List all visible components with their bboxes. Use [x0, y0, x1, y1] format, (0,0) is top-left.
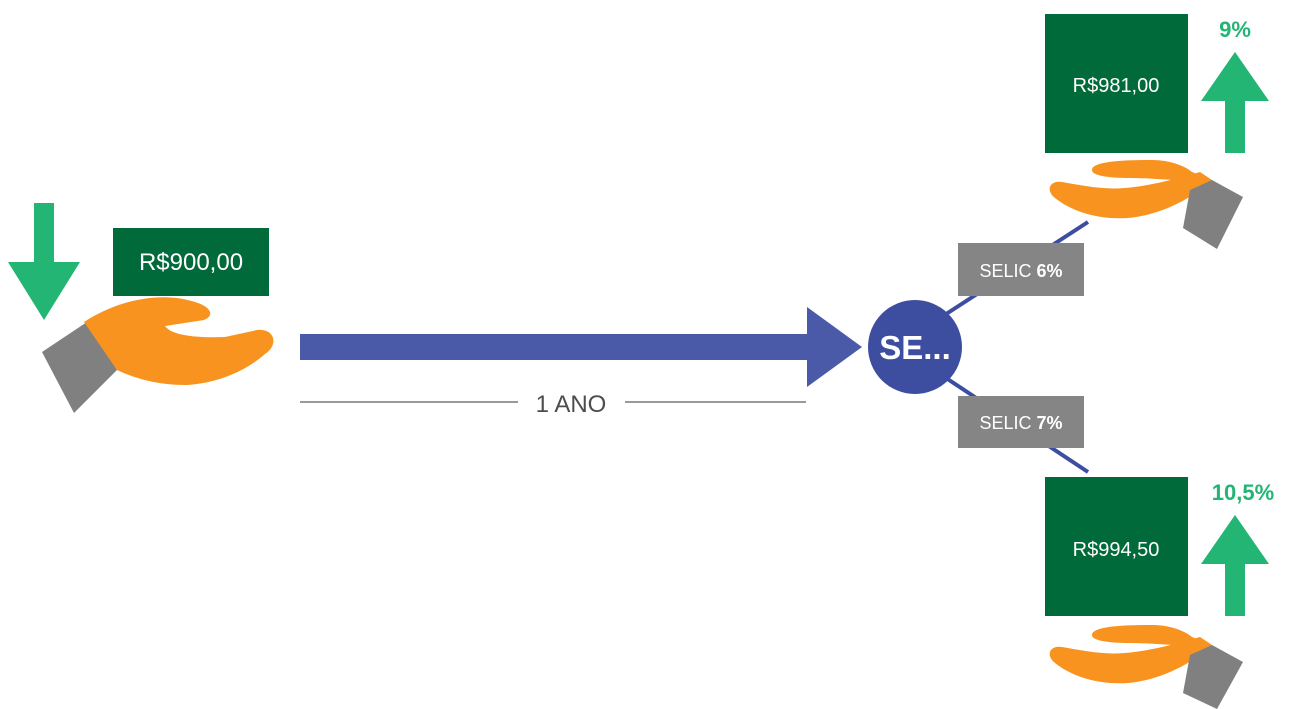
selic-box-2 — [958, 396, 1084, 448]
start-amount: R$900,00 — [139, 249, 243, 276]
outcome-amount-box-1 — [1045, 14, 1188, 153]
selic-label-2: SELIC 7% — [979, 413, 1062, 433]
arrow-up-icon — [1201, 515, 1269, 616]
hand-icon — [1049, 160, 1243, 249]
arrow-up-icon — [1201, 52, 1269, 153]
outcome-amount-box-2 — [1045, 477, 1188, 616]
gain-label-1: 9% — [1219, 17, 1251, 42]
selic-label-1: SELIC 6% — [979, 261, 1062, 281]
outcome-amount-1: R$981,00 — [1073, 75, 1160, 97]
timeline-arrow — [300, 307, 862, 387]
timeline-label: 1 ANO — [536, 391, 607, 418]
start-amount-box — [113, 228, 269, 296]
selic-box-1 — [958, 243, 1084, 296]
hand-icon — [42, 297, 274, 413]
decision-label: SE... — [879, 329, 951, 366]
arrow-down-icon — [8, 203, 80, 320]
outcome-amount-2: R$994,50 — [1073, 539, 1160, 561]
gain-label-2: 10,5% — [1212, 480, 1274, 505]
decision-circle — [868, 300, 962, 394]
hand-icon — [1049, 625, 1243, 709]
